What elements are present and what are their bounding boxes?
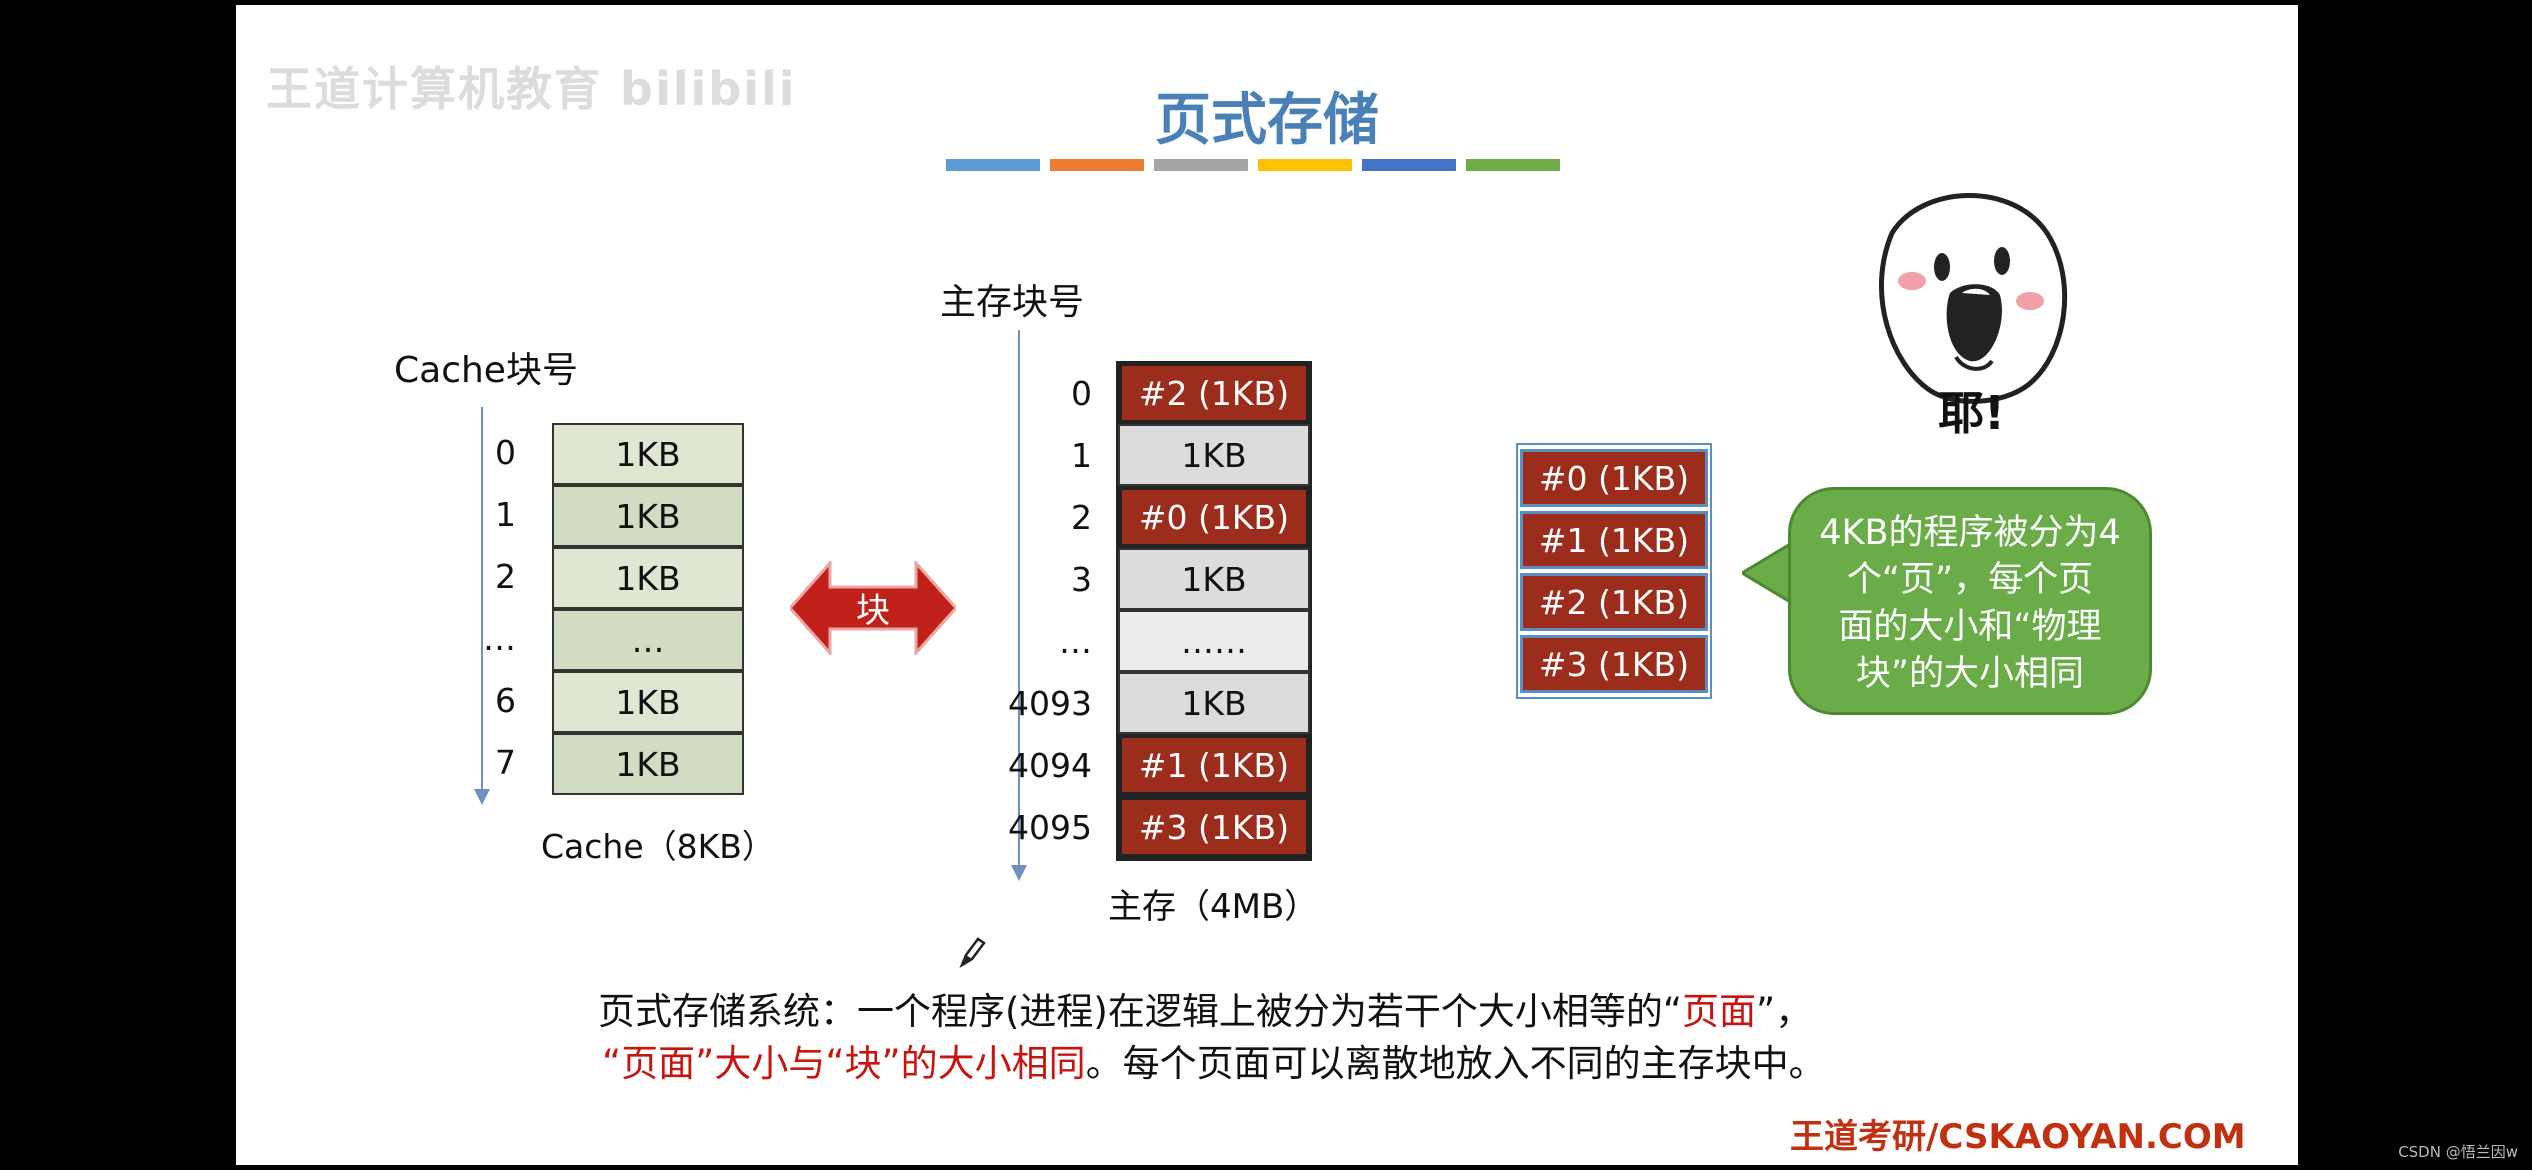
mascot-mouth (1946, 284, 2002, 362)
bubble-line-3: 面的大小和“物理 (1838, 607, 2102, 647)
memory-block-index: 4095 (1008, 808, 1092, 847)
cache-block-index: 2 (495, 557, 516, 596)
memory-block-index: 3 (1071, 560, 1092, 599)
title-color-stripes (946, 159, 1560, 171)
mascot-exclamation: 耶! (1938, 386, 2005, 440)
program-page: #3 (1KB) (1520, 635, 1708, 693)
memory-block-index: 0 (1071, 374, 1092, 413)
cache-heading: Cache块号 (394, 350, 578, 391)
mascot-teeth (1962, 288, 1990, 295)
cache-block: 1KB (552, 547, 744, 609)
pencil-cursor-icon (959, 937, 986, 968)
cache-caption: Cache（8KB） (541, 827, 775, 866)
title-stripe (1466, 159, 1560, 171)
title-stripe (946, 159, 1040, 171)
program-page: #0 (1KB) (1520, 449, 1708, 507)
cache-block: 1KB (552, 733, 744, 795)
exchange-arrow-label: 块 (856, 591, 890, 631)
mascot-chin (1954, 355, 1994, 371)
cache-block: 1KB (552, 485, 744, 547)
cache-axis-arrowhead (474, 789, 490, 805)
exchange-arrow-icon (790, 561, 956, 655)
emphasis-page-equals-block: “页面”大小与“块”的大小相同 (602, 1042, 1086, 1085)
memory-block-allocated-page: #2 (1KB) (1118, 362, 1310, 424)
description-text: ”， (1756, 990, 1813, 1033)
emphasis-page: 页面 (1682, 990, 1757, 1033)
memory-block-index: 1 (1071, 436, 1092, 475)
program-frame (1516, 443, 1712, 699)
csdn-watermark: CSDN @悟兰因w (2398, 1143, 2518, 1161)
program-page: #1 (1KB) (1520, 511, 1708, 569)
mascot-face-icon (1878, 193, 2068, 404)
description-line-1: 页式存储系统：一个程序(进程)在逻辑上被分为若干个大小相等的“页面”， (598, 981, 1812, 1035)
title-stripe (1154, 159, 1248, 171)
cache-block: 1KB (552, 671, 744, 733)
title-stripe (1362, 159, 1456, 171)
footer-brand: 王道考研/CSKAOYAN.COM (1790, 1117, 2246, 1157)
title-stripe (1258, 159, 1352, 171)
main-memory-heading: 主存块号 (940, 282, 1085, 323)
slide-title: 页式存储 (1155, 88, 1379, 153)
memory-axis-line (1018, 330, 1020, 868)
memory-block: 1KB (1118, 424, 1310, 486)
cache-block-index: 7 (495, 743, 516, 782)
bubble-line-4: 块”的大小相同 (1855, 654, 2085, 694)
memory-block-index: 2 (1071, 498, 1092, 537)
description-text: 。每个页面可以离散地放入不同的主存块中。 (1085, 1042, 1826, 1085)
cache-block-index: 0 (495, 433, 516, 472)
memory-block: 1KB (1118, 672, 1310, 734)
memory-block: 1KB (1118, 548, 1310, 610)
memory-block-index: 4094 (1008, 746, 1092, 785)
bubble-line-2: 个“页”，每个页 (1846, 560, 2094, 600)
main-memory-caption: 主存（4MB） (1108, 887, 1319, 927)
mascot-left-cheek (1898, 272, 1926, 290)
cache-block-index: … (483, 619, 516, 658)
bubble-line-1: 4KB的程序被分为4 (1819, 513, 2121, 553)
speech-bubble: 4KB的程序被分为4 个“页”，每个页 面的大小和“物理 块”的大小相同 (1788, 487, 2152, 715)
memory-block: …… (1118, 610, 1310, 672)
cache-block-index: 1 (495, 495, 516, 534)
memory-block-allocated-page: #0 (1KB) (1118, 486, 1310, 548)
cache-block: … (552, 609, 744, 671)
program-page: #2 (1KB) (1520, 573, 1708, 631)
double-arrow-shape (790, 561, 956, 655)
description-line-2: “页面”大小与“块”的大小相同。每个页面可以离散地放入不同的主存块中。 (602, 1033, 1826, 1087)
memory-block-index: 4093 (1008, 684, 1092, 723)
mascot-right-cheek (2016, 292, 2044, 310)
mascot-right-eye (1994, 247, 2010, 275)
memory-axis-arrowhead (1011, 865, 1027, 881)
cache-axis-line (481, 407, 483, 791)
mascot-left-eye (1934, 253, 1950, 281)
memory-block-allocated-page: #1 (1KB) (1118, 734, 1310, 796)
memory-block-allocated-page: #3 (1KB) (1118, 796, 1310, 858)
watermark: 王道计算机教育 bilibili (266, 62, 797, 116)
speech-bubble-tail (1742, 535, 1802, 611)
description-text: 页式存储系统：一个程序(进程)在逻辑上被分为若干个大小相等的“ (598, 990, 1683, 1033)
cache-block-index: 6 (495, 681, 516, 720)
memory-block-index: … (1059, 622, 1092, 661)
cache-block: 1KB (552, 423, 744, 485)
title-stripe (1050, 159, 1144, 171)
